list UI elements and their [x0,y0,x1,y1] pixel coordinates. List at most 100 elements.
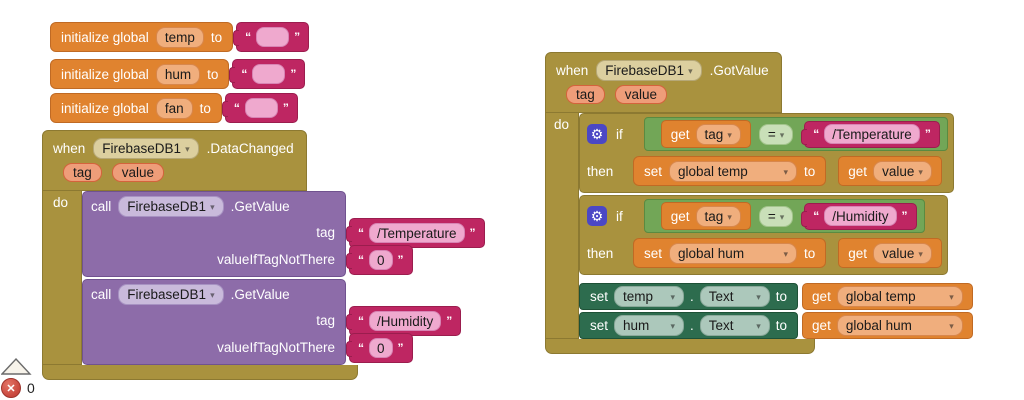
param-chip-tag[interactable]: tag [566,85,605,104]
open-quote: “ [358,253,364,267]
call-getvalue-block-2[interactable]: call FirebaseDB1 ▾ .GetValue tag “ /Humi… [82,279,462,365]
var-name-field[interactable]: fan [155,97,193,119]
var-name: value [882,245,915,261]
call-getvalue-block-1[interactable]: call FirebaseDB1 ▾ .GetValue tag “ /Temp… [82,191,485,277]
equals-compare-block[interactable]: get tag ▾ = ▾ “ /Temperature [643,117,948,151]
var-dropdown[interactable]: global temp ▾ [836,286,963,307]
dropdown-arrow-icon: ▾ [918,248,923,259]
var-dropdown[interactable]: value ▾ [873,160,932,182]
empty-string-block[interactable]: “ ” [229,59,306,89]
string-value-field[interactable] [252,64,286,84]
var-dropdown[interactable]: tag ▾ [695,205,741,227]
component-dropdown[interactable]: FirebaseDB1 ▾ [118,196,224,217]
property-dropdown[interactable]: Text ▾ [699,315,770,336]
operator-dropdown[interactable]: = ▾ [758,123,794,145]
equals-compare-block[interactable]: get tag ▾ = ▾ “ /Humidity [643,199,925,233]
dropdown-arrow-icon: ▾ [727,211,732,222]
if-block-humidity[interactable]: ⚙ if get tag ▾ = ▾ [579,195,948,275]
string-value-field[interactable] [256,27,290,47]
error-indicator[interactable]: ✕ 0 [1,378,35,398]
dropdown-arrow-icon: ▾ [670,292,676,302]
var-name-field[interactable]: temp [155,26,204,48]
if-block-temperature[interactable]: ⚙ if get tag ▾ = ▾ [579,113,954,193]
gear-icon[interactable]: ⚙ [587,206,607,226]
open-quote: “ [813,127,820,141]
get-value-block[interactable]: get value ▾ [838,156,942,186]
string-value-field[interactable]: /Humidity [824,206,897,226]
var-dropdown[interactable]: global hum ▾ [669,242,798,264]
var-name-field[interactable]: hum [155,63,201,85]
text-block-zero[interactable]: “ 0 ” [346,333,413,363]
string-value-field[interactable]: /Temperature [369,223,465,243]
text-block-humidity[interactable]: “ /Humidity ” [801,202,917,230]
set-global-temp-block[interactable]: set global temp ▾ to [633,156,827,186]
text-block-temperature[interactable]: “ /Temperature ” [346,218,485,248]
text-block-temperature[interactable]: “ /Temperature ” [801,120,940,148]
dropdown-arrow-icon: ▾ [783,166,789,177]
var-dropdown[interactable]: global hum ▾ [836,315,963,336]
component-dropdown[interactable]: temp ▾ [614,286,685,307]
param-chip-value[interactable]: value [111,163,165,182]
set-global-hum-block[interactable]: set global hum ▾ to [633,238,827,268]
init-global-block-body[interactable]: initialize global fan to [50,93,222,123]
text-block-humidity[interactable]: “ /Humidity ” [345,306,462,336]
init-global-temp-block[interactable]: initialize global temp to “ ” [50,22,310,52]
var-dropdown[interactable]: tag ▾ [695,123,741,145]
string-value-field[interactable]: 0 [369,250,393,270]
component-dropdown[interactable]: FirebaseDB1 ▾ [93,137,199,159]
method-name: .GetValue [230,287,290,302]
component-dropdown[interactable]: FirebaseDB1 ▾ [118,284,224,305]
when-gotvalue-block[interactable]: when FirebaseDB1 ▾ .GotValue tag value d… [545,52,973,354]
property-name: Text [708,289,734,304]
operator-dropdown[interactable]: = ▾ [758,205,794,227]
empty-string-block[interactable]: “ ” [233,22,310,52]
open-quote: “ [245,30,252,44]
var-name: global hum [678,245,745,261]
init-global-block-body[interactable]: initialize global temp to [50,22,234,52]
set-hum-text-row[interactable]: set hum ▾ . Text ▾ to get global hum [579,312,973,339]
empty-string-block[interactable]: “ ” [221,93,298,123]
init-global-block-body[interactable]: initialize global hum to [50,59,230,89]
get-global-hum-block[interactable]: get global hum ▾ [802,312,973,339]
when-datachanged-block[interactable]: when FirebaseDB1 ▾ .DataChanged tag valu… [42,130,485,380]
set-temp-text-block[interactable]: set temp ▾ . Text ▾ to [579,283,799,310]
string-value-field[interactable]: 0 [369,338,393,358]
if-label: if [616,126,623,142]
dropdown-arrow-icon: ▾ [783,248,789,259]
get-tag-block[interactable]: get tag ▾ [660,202,751,230]
get-value-block[interactable]: get value ▾ [838,238,942,268]
var-dropdown[interactable]: global temp ▾ [669,160,798,182]
dropdown-arrow-icon: ▾ [756,321,761,331]
open-quote: “ [358,314,364,328]
get-label: get [848,245,868,261]
get-global-temp-block[interactable]: get global temp ▾ [802,283,973,310]
open-quote: “ [233,101,240,115]
dropdown-arrow-icon: ▾ [210,290,215,300]
component-dropdown[interactable]: hum ▾ [614,315,685,336]
call-label: call [91,287,112,302]
gear-icon[interactable]: ⚙ [587,124,607,144]
init-global-hum-block[interactable]: initialize global hum to “ ” [50,59,306,89]
text-block-zero[interactable]: “ 0 ” [346,245,413,275]
dropdown-arrow-icon: ▾ [949,292,954,302]
param-chip-tag[interactable]: tag [63,163,102,182]
var-dropdown[interactable]: value ▾ [873,242,932,264]
set-temp-text-row[interactable]: set temp ▾ . Text ▾ to get global tem [579,283,973,310]
var-name: tag [704,208,724,224]
string-value-field[interactable] [244,98,278,118]
event-header-band[interactable]: when FirebaseDB1 ▾ .DataChanged tag valu… [42,130,307,191]
string-value-field[interactable]: /Temperature [824,124,920,144]
dropdown-arrow-icon: ▾ [779,211,785,222]
property-name: Text [708,318,734,333]
warning-indicator[interactable] [0,356,33,379]
init-global-fan-block[interactable]: initialize global fan to “ ” [50,93,298,123]
get-tag-block[interactable]: get tag ▾ [660,120,751,148]
close-quote: ” [290,67,297,81]
property-dropdown[interactable]: Text ▾ [699,286,770,307]
string-value-field[interactable]: /Humidity [369,311,442,331]
set-hum-text-block[interactable]: set hum ▾ . Text ▾ to [579,312,799,339]
param-chip-value[interactable]: value [614,85,668,104]
event-header-band[interactable]: when FirebaseDB1 ▾ .GotValue tag value [545,52,782,113]
component-dropdown[interactable]: FirebaseDB1 ▾ [596,59,702,81]
initialize-global-label: initialize global [61,66,149,82]
